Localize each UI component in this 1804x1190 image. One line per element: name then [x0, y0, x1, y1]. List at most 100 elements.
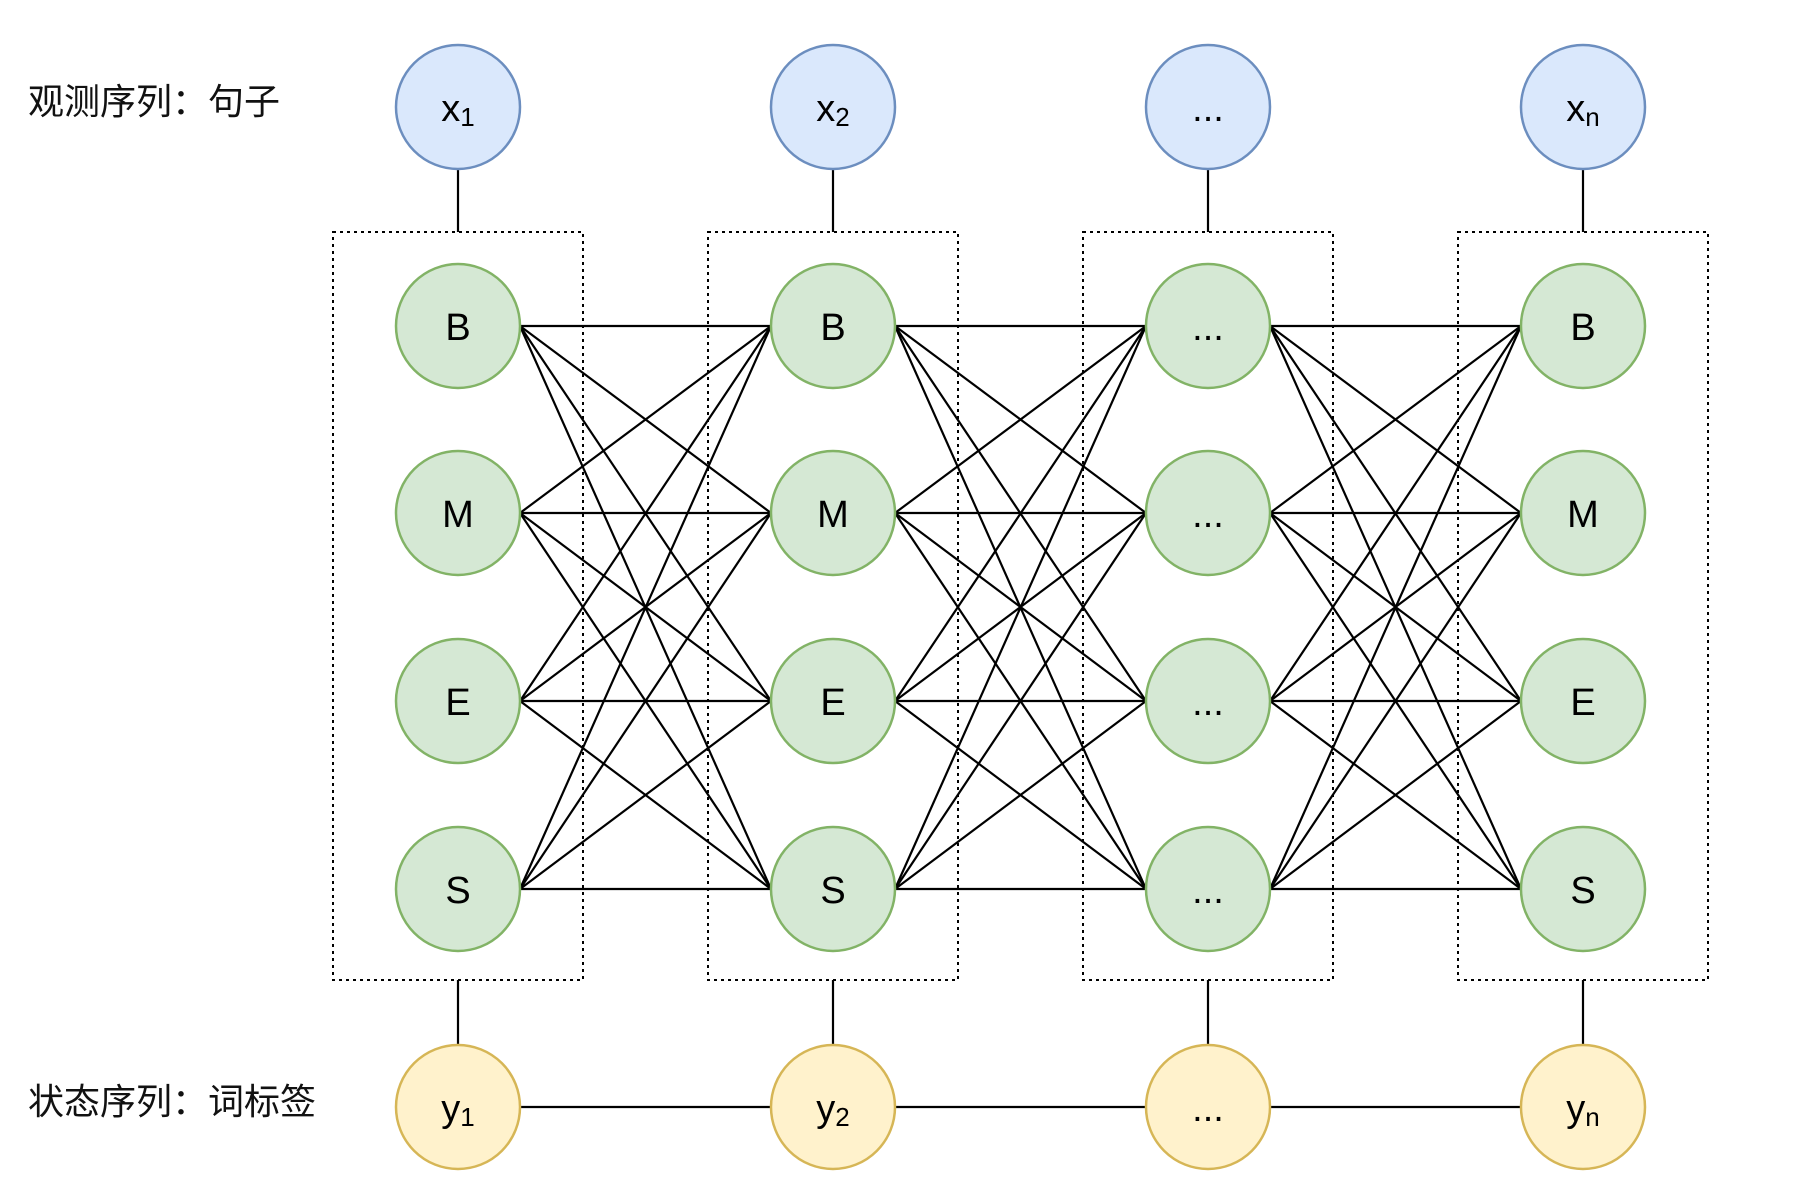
state-node-circle — [394, 637, 522, 765]
observation-node: ... — [1144, 43, 1272, 171]
state-node-text: ... — [1192, 307, 1224, 349]
transition-edge — [519, 700, 772, 890]
state-node-circle — [1144, 637, 1272, 765]
observation-node-label: x — [1566, 88, 1585, 130]
state-node: ... — [1144, 449, 1272, 577]
state-node-text: ... — [1192, 870, 1224, 912]
state-node-circle — [769, 637, 897, 765]
state-node-circle — [1519, 262, 1647, 390]
transition-edge — [519, 325, 772, 514]
observation-node-label: x — [816, 88, 835, 130]
state-node: ... — [1144, 637, 1272, 765]
state-node-circle — [769, 825, 897, 953]
state-node-label: M — [1567, 494, 1599, 536]
observation-node-label: ... — [1192, 88, 1224, 130]
observation-node-circle — [1144, 43, 1272, 171]
transition-edge — [894, 325, 1147, 514]
state-node-circle — [1144, 825, 1272, 953]
transition-edge — [1269, 700, 1522, 890]
tag-node: yn — [1519, 1043, 1647, 1171]
observation-node-circle — [394, 43, 522, 171]
state-node-label: E — [445, 682, 470, 724]
state-node: M — [769, 449, 897, 577]
state-node-label: S — [1570, 870, 1595, 912]
tag-node-text: y1 — [441, 1088, 474, 1132]
transition-edge — [893, 325, 1148, 890]
state-node: ... — [1144, 825, 1272, 953]
state-node-text: M — [817, 494, 849, 536]
state-node: S — [1519, 825, 1647, 953]
state-node-circle — [1519, 825, 1647, 953]
state-node: M — [394, 449, 522, 577]
state-node-text: ... — [1192, 682, 1224, 724]
observation-node-subscript: 2 — [835, 102, 849, 132]
observation-node-label: x — [441, 88, 460, 130]
transition-edge — [519, 512, 772, 890]
tag-node: ... — [1144, 1043, 1272, 1171]
state-node-circle — [769, 449, 897, 577]
transition-edge — [518, 325, 773, 890]
tag-node-circle — [1519, 1043, 1647, 1171]
state-node-circle — [1519, 637, 1647, 765]
state-node-label: M — [442, 494, 474, 536]
state-node-text: M — [1567, 494, 1599, 536]
state-node-label: B — [1570, 307, 1595, 349]
state-node-circle — [769, 262, 897, 390]
state-node-text: ... — [1192, 494, 1224, 536]
observation-sequence-label: 观测序列：句子 — [28, 82, 280, 123]
observation-node-text: ... — [1192, 88, 1224, 130]
tag-node: y2 — [769, 1043, 897, 1171]
state-node-label: E — [1570, 682, 1595, 724]
state-node-label: ... — [1192, 870, 1224, 912]
state-node-text: B — [1570, 307, 1595, 349]
state-node-text: M — [442, 494, 474, 536]
state-node-circle — [394, 262, 522, 390]
tag-node-circle — [1144, 1043, 1272, 1171]
state-node-label: ... — [1192, 307, 1224, 349]
tag-node-circle — [394, 1043, 522, 1171]
transition-edge — [894, 325, 1147, 702]
state-node-label: M — [817, 494, 849, 536]
observation-node-circle — [1519, 43, 1647, 171]
transition-edge — [1269, 325, 1522, 702]
state-node-text: S — [1570, 870, 1595, 912]
tag-node-text: ... — [1192, 1088, 1224, 1130]
state-node-text: E — [820, 682, 845, 724]
observation-node-text: xn — [1566, 88, 1599, 132]
observation-node-circle — [769, 43, 897, 171]
observation-node: xn — [1519, 43, 1647, 171]
state-node-text: B — [445, 307, 470, 349]
transition-edge — [894, 512, 1147, 890]
transition-edge — [894, 700, 1147, 890]
transition-edge — [1269, 325, 1522, 514]
state-node-label: B — [445, 307, 470, 349]
tag-node-label: y — [441, 1088, 460, 1130]
tag-node: y1 — [394, 1043, 522, 1171]
state-node: E — [1519, 637, 1647, 765]
observation-node-text: x1 — [441, 88, 474, 132]
tag-node-subscript: n — [1585, 1102, 1599, 1132]
observation-node-subscript: n — [1585, 102, 1599, 132]
state-node: M — [1519, 449, 1647, 577]
transition-edge — [519, 325, 772, 702]
observation-node-subscript: 1 — [460, 102, 474, 132]
state-node-text: S — [445, 870, 470, 912]
tag-node-text: y2 — [816, 1088, 849, 1132]
tag-node-subscript: 1 — [460, 1102, 474, 1132]
state-node-label: S — [820, 870, 845, 912]
transition-edge — [1268, 325, 1523, 890]
state-node-circle — [1144, 262, 1272, 390]
state-node-label: B — [820, 307, 845, 349]
state-node-circle — [1519, 449, 1647, 577]
observation-node: x1 — [394, 43, 522, 171]
state-node-text: E — [1570, 682, 1595, 724]
state-node: E — [394, 637, 522, 765]
state-node-text: S — [820, 870, 845, 912]
tag-node-text: yn — [1566, 1088, 1599, 1132]
state-node-label: ... — [1192, 682, 1224, 724]
tag-node-label: y — [1566, 1088, 1585, 1130]
state-node: E — [769, 637, 897, 765]
state-node-circle — [394, 825, 522, 953]
observation-node-text: x2 — [816, 88, 849, 132]
